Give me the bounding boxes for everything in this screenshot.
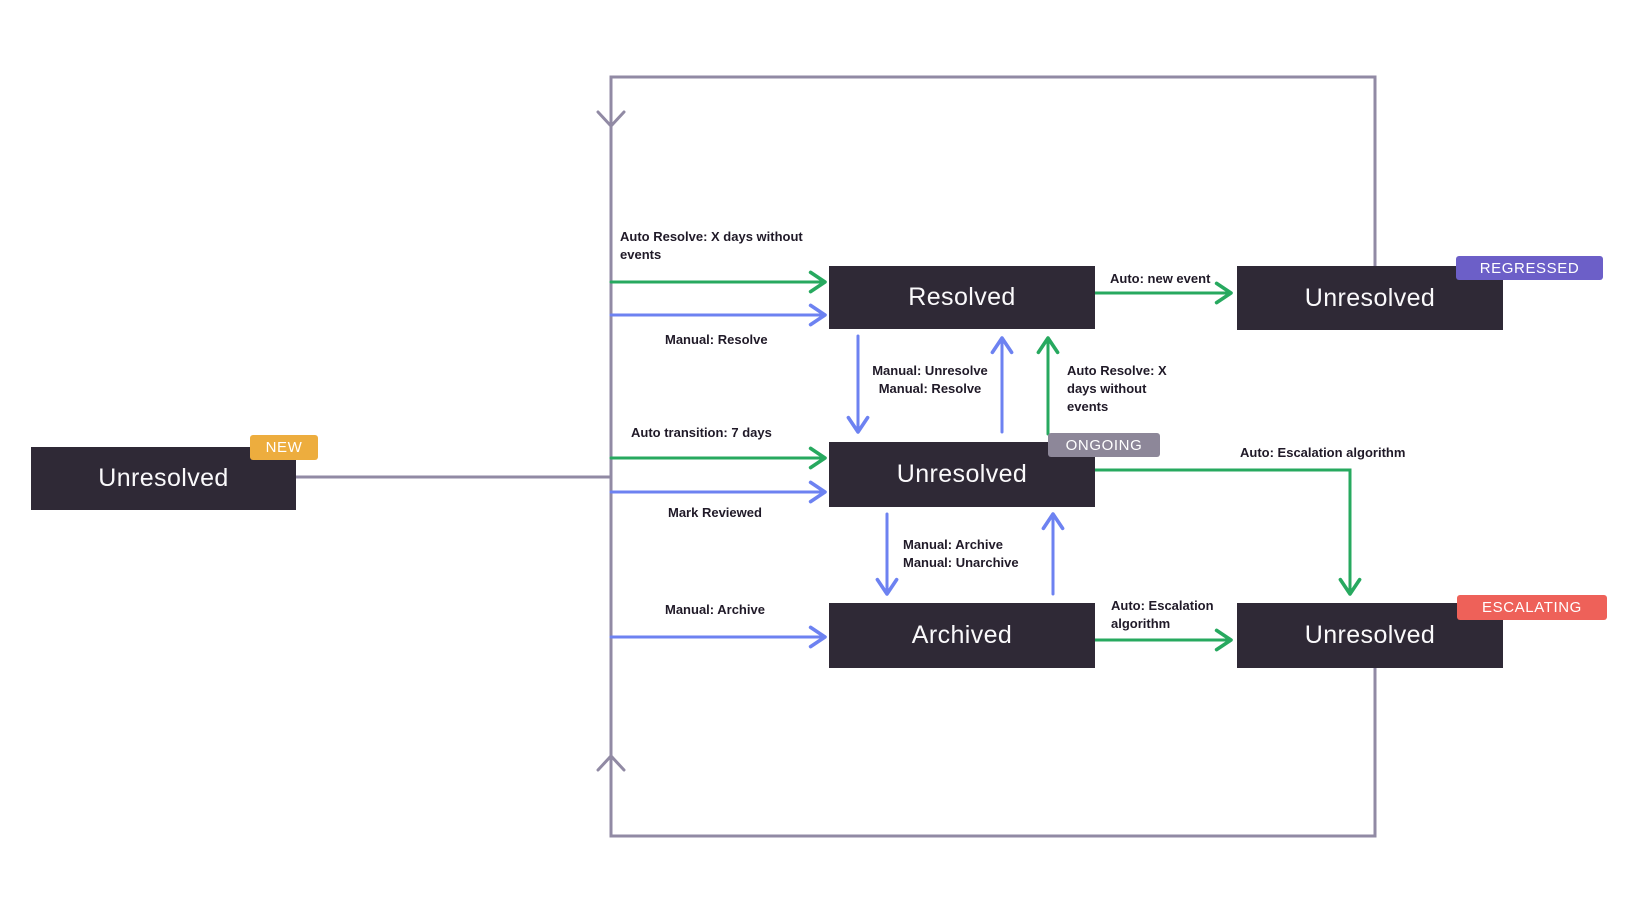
edge-label-auto-escalation-right: Auto: Escalation algorithm xyxy=(1240,445,1406,460)
edge-loop-entry-down xyxy=(596,110,626,129)
state-box-resolved: Resolved xyxy=(829,266,1095,329)
edge-label-manual-archive-left: Manual: Archive xyxy=(665,602,765,617)
status-badge-escalating: ESCALATING xyxy=(1457,595,1607,620)
state-box-archived: Archived xyxy=(829,603,1095,668)
status-badge-ongoing: ONGOING xyxy=(1048,433,1160,457)
state-box-label: Archived xyxy=(911,621,1013,649)
state-box-label: Unresolved xyxy=(98,464,229,492)
edge-loop-return-up xyxy=(596,753,626,772)
edge-label-manual-resolve-top: Manual: Resolve xyxy=(665,332,768,347)
state-box-label: Resolved xyxy=(908,283,1016,311)
state-box-label: Unresolved xyxy=(1304,283,1436,312)
edge-label-auto-transition: Auto transition: 7 days xyxy=(631,425,772,440)
edge-label-auto-new-event: Auto: new event xyxy=(1110,271,1211,286)
state-box-new: Unresolved xyxy=(31,447,296,510)
state-box-label: Unresolved xyxy=(896,460,1028,488)
status-badge-new: NEW xyxy=(250,435,318,460)
edge-ongoing-to-escalating xyxy=(1093,468,1362,596)
edge-label-mark-reviewed: Mark Reviewed xyxy=(668,505,762,520)
state-box-label: Unresolved xyxy=(1304,621,1436,649)
status-badge-regressed: REGRESSED xyxy=(1456,256,1603,280)
